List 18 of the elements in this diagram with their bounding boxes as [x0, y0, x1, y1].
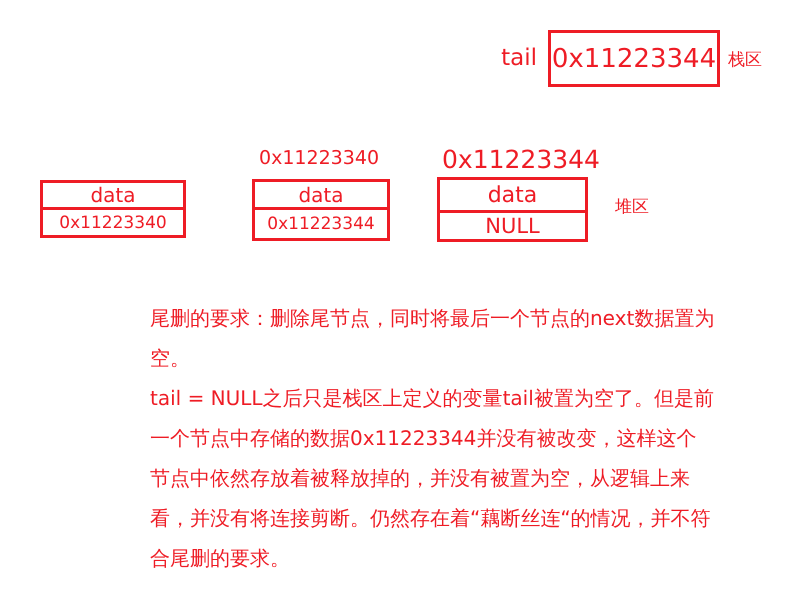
memory-cell	[40, 180, 186, 210]
cell-text: 0x11223340	[59, 212, 167, 232]
paragraph: tail = NULL之后只是栈区上定义的变量tail被置为空了。但是前一个节点中存储的数据0x11223344并没有被改变，这样这个节点中依然存放着被释放掉的，并没有被置为空，从逻辑上来看，并没有将连接剪断。仍然存在着“藕断丝连“的情况，并不符合尾删的要求。	[150, 385, 715, 572]
memory-cell	[40, 207, 186, 238]
memory-cell	[252, 207, 390, 241]
cell-text: 0x11223344	[552, 44, 716, 74]
memory-cell	[437, 210, 588, 242]
variable-name: tail	[501, 45, 537, 71]
cell-text: NULL	[485, 214, 540, 238]
cell-text: data	[298, 182, 344, 206]
address-label: 0x11223340	[259, 147, 380, 169]
paragraph: 尾删的要求：删除尾节点，同时将最后一个节点的next数据置为空。	[150, 305, 715, 372]
region-label: 堆区	[615, 196, 649, 218]
cell-text: data	[90, 183, 136, 207]
cell-text: data	[488, 182, 538, 208]
cell-text: 0x11223344	[267, 214, 375, 234]
address-label: 0x11223344	[442, 145, 600, 174]
region-label: 栈区	[728, 49, 762, 71]
